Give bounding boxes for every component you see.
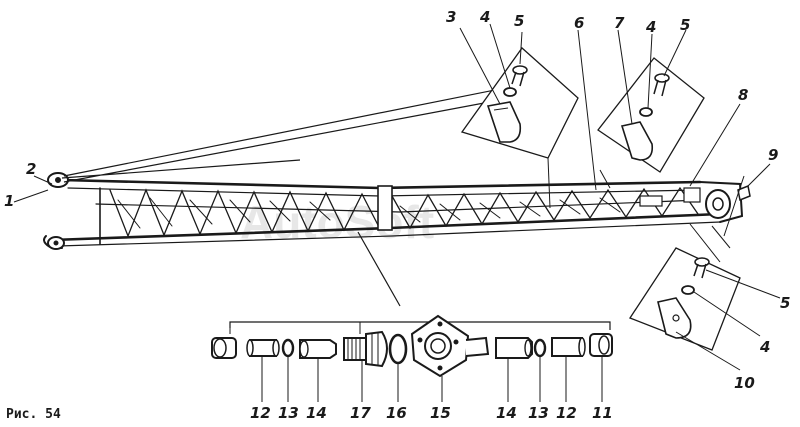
- callout-5a: 5: [514, 12, 524, 30]
- gasket-icon: [388, 333, 408, 365]
- callout-labels: 1 2 3 4 5 6 7 4 5 8 9 5 4 10 12 13 14 17…: [4, 8, 790, 422]
- callout-14a: 14: [306, 404, 327, 422]
- tube-icon: [551, 337, 586, 357]
- bolt-icon: [511, 65, 528, 87]
- callout-4c: 4: [759, 338, 770, 356]
- exploded-bracket-ticks: [229, 322, 611, 334]
- callout-9: 9: [768, 146, 778, 164]
- detail-inset-3: [629, 175, 781, 371]
- bolt-icon: [653, 73, 670, 97]
- clamp-plate-icon: [620, 121, 654, 161]
- callout-16: 16: [386, 404, 407, 422]
- washer-icon: [639, 107, 653, 117]
- o-ring-icon: [533, 338, 547, 358]
- leader-1: [13, 189, 49, 203]
- leader-2: [33, 175, 53, 185]
- boom-truss: [43, 178, 744, 249]
- callout-2: 2: [26, 160, 36, 178]
- nut-icon: [589, 333, 613, 357]
- callout-12b: 12: [556, 404, 577, 422]
- callout-14b: 14: [496, 404, 517, 422]
- detail-inset-2: [577, 29, 741, 191]
- callout-7: 7: [614, 14, 625, 32]
- clamp-plate-icon: [657, 297, 692, 339]
- flange-block-icon: [410, 314, 490, 378]
- fitting-icon: [495, 337, 533, 359]
- callout-10: 10: [734, 374, 755, 392]
- nut-icon: [211, 337, 237, 359]
- tube-icon: [246, 339, 280, 357]
- bolt-icon: [693, 257, 710, 279]
- boom-head: [47, 172, 69, 250]
- o-ring-icon: [281, 338, 295, 358]
- part-leader-lines: [261, 356, 603, 402]
- callout-13b: 13: [528, 404, 549, 422]
- clamp-plate-icon: [486, 101, 522, 143]
- callout-11: 11: [592, 404, 613, 422]
- leader-9: [747, 163, 771, 187]
- callout-12a: 12: [250, 404, 271, 422]
- figure-caption: Рис. 54: [6, 407, 61, 422]
- tip-pulley: [705, 184, 751, 219]
- callout-13a: 13: [278, 404, 299, 422]
- exploded-parts: [211, 314, 613, 378]
- callout-8: 8: [738, 86, 748, 104]
- fitting-icon: [299, 339, 337, 359]
- washer-icon: [681, 285, 695, 295]
- callout-1: 1: [4, 192, 14, 210]
- washer-icon: [503, 87, 517, 97]
- detail-inset-1: [459, 23, 579, 209]
- callout-4b: 4: [645, 18, 656, 36]
- callout-5b: 5: [680, 16, 690, 34]
- callout-15: 15: [430, 404, 451, 422]
- callout-6: 6: [574, 14, 584, 32]
- callout-17: 17: [350, 404, 371, 422]
- callout-5c: 5: [780, 294, 790, 312]
- suspension-cable: [61, 85, 516, 183]
- callout-4a: 4: [479, 8, 490, 26]
- callout-3: 3: [446, 8, 456, 26]
- union-fitting-icon: [343, 330, 388, 368]
